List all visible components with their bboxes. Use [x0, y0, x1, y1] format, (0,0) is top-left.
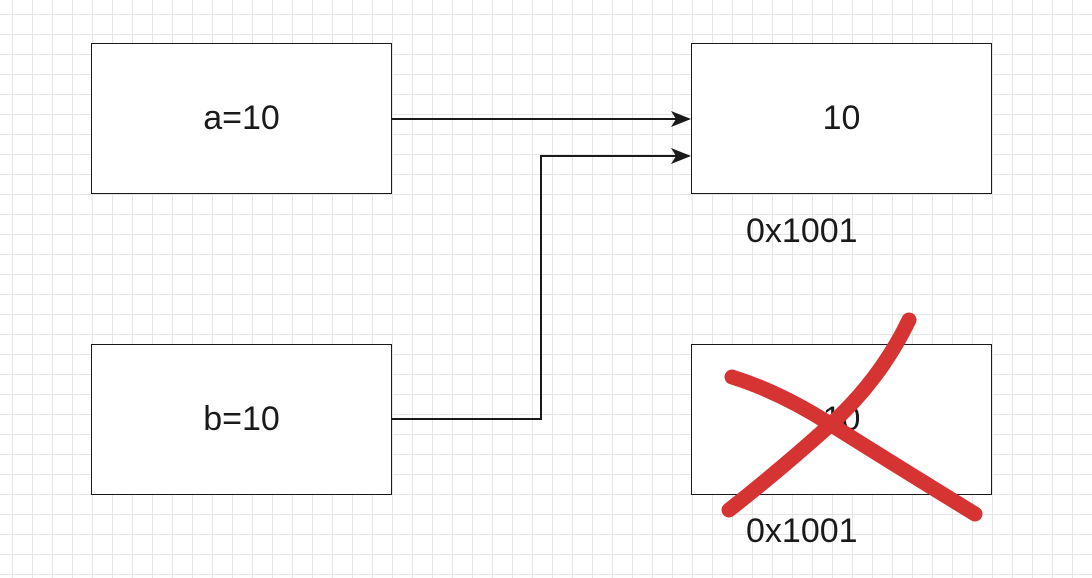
memory-cell-discarded[interactable]: 10 [691, 344, 992, 495]
edge-b-to-shared-arrow [392, 148, 691, 420]
memory-cell-discarded-address: 0x1001 [746, 512, 858, 550]
memory-cell-shared[interactable]: 10 [691, 43, 992, 194]
variable-a-label: a=10 [203, 99, 280, 137]
variable-a-box[interactable]: a=10 [91, 43, 392, 194]
memory-cell-discarded-value: 10 [822, 400, 861, 438]
variable-b-box[interactable]: b=10 [91, 344, 392, 495]
variable-b-label: b=10 [203, 400, 280, 438]
memory-cell-shared-address: 0x1001 [746, 212, 858, 250]
memory-cell-shared-value: 10 [822, 99, 861, 137]
